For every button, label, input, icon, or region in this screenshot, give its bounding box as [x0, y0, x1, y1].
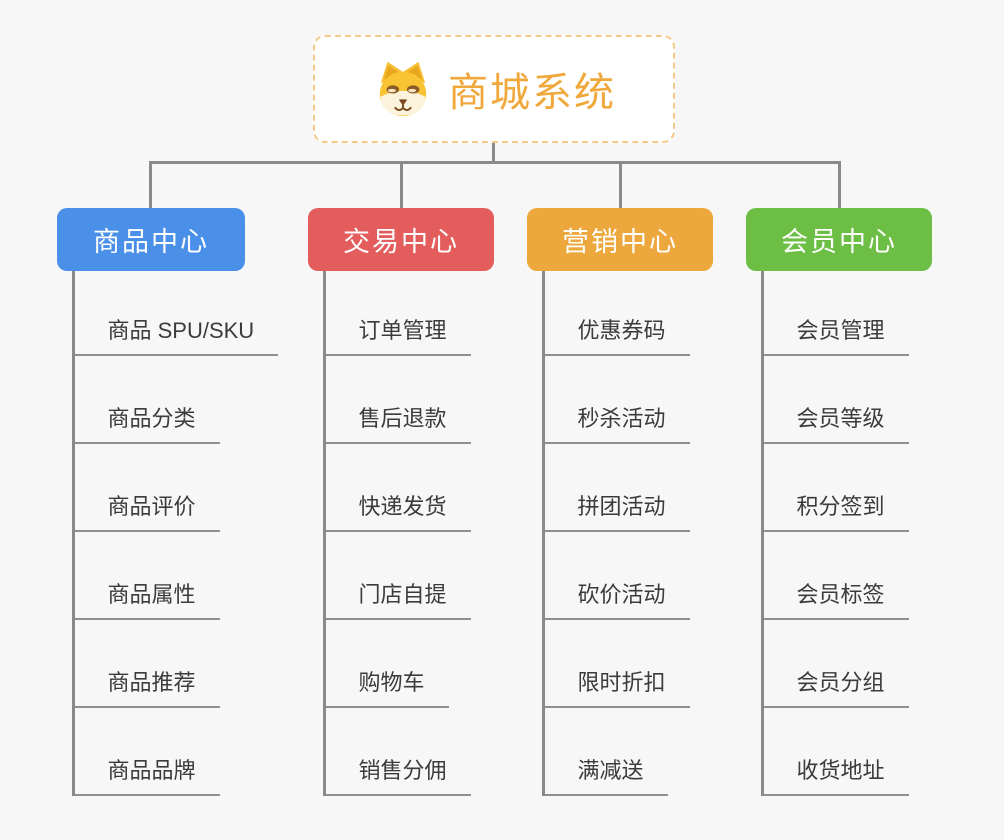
- connector-drop-branch-3: [838, 161, 841, 209]
- branch-label: 交易中心: [343, 227, 459, 257]
- leaf-node[interactable]: 购物车: [325, 620, 449, 708]
- branch-label: 商品中心: [93, 227, 209, 257]
- leaf-node[interactable]: 满减送: [544, 708, 668, 796]
- leaf-node[interactable]: 售后退款: [325, 356, 471, 444]
- leaf-node[interactable]: 商品分类: [74, 356, 220, 444]
- branch-node-member-center[interactable]: 会员中心: [746, 208, 932, 271]
- leaf-node[interactable]: 商品推荐: [74, 620, 220, 708]
- root-title: 商城系统: [448, 71, 616, 115]
- leaf-node[interactable]: 商品评价: [74, 444, 220, 532]
- connector-horizontal-bar: [149, 161, 841, 164]
- root-node[interactable]: 商城系统: [313, 35, 675, 143]
- branch-node-trade-center[interactable]: 交易中心: [308, 208, 494, 271]
- leaf-node[interactable]: 积分签到: [763, 444, 909, 532]
- connector-drop-branch-1: [400, 161, 403, 209]
- connector-root-stem: [492, 141, 495, 163]
- connector-drop-branch-2: [619, 161, 622, 209]
- leaf-node[interactable]: 商品属性: [74, 532, 220, 620]
- leaf-node[interactable]: 会员标签: [763, 532, 909, 620]
- leaf-node[interactable]: 砍价活动: [544, 532, 690, 620]
- branch-children-product: 商品 SPU/SKU 商品分类 商品评价 商品属性 商品推荐 商品品牌: [71, 271, 279, 796]
- leaf-node[interactable]: 拼团活动: [544, 444, 690, 532]
- leaf-node[interactable]: 限时折扣: [544, 620, 690, 708]
- leaf-node[interactable]: 秒杀活动: [544, 356, 690, 444]
- branch-children-marketing: 优惠券码 秒杀活动 拼团活动 砍价活动 限时折扣 满减送: [541, 271, 690, 796]
- leaf-node[interactable]: 优惠券码: [544, 271, 690, 356]
- shiba-dog-icon: [372, 60, 434, 118]
- branch-children-member: 会员管理 会员等级 积分签到 会员标签 会员分组 收货地址: [760, 271, 909, 796]
- leaf-node[interactable]: 商品品牌: [74, 708, 220, 796]
- branch-label: 会员中心: [781, 227, 897, 257]
- leaf-node[interactable]: 会员管理: [763, 271, 909, 356]
- leaf-node[interactable]: 会员等级: [763, 356, 909, 444]
- leaf-node[interactable]: 销售分佣: [325, 708, 471, 796]
- branch-node-marketing-center[interactable]: 营销中心: [527, 208, 713, 271]
- leaf-node[interactable]: 订单管理: [325, 271, 471, 356]
- leaf-node[interactable]: 门店自提: [325, 532, 471, 620]
- leaf-node[interactable]: 商品 SPU/SKU: [74, 271, 279, 356]
- leaf-node[interactable]: 会员分组: [763, 620, 909, 708]
- branch-label: 营销中心: [562, 227, 678, 257]
- branch-children-trade: 订单管理 售后退款 快递发货 门店自提 购物车 销售分佣: [322, 271, 471, 796]
- branch-node-product-center[interactable]: 商品中心: [57, 208, 245, 271]
- leaf-node[interactable]: 快递发货: [325, 444, 471, 532]
- leaf-node[interactable]: 收货地址: [763, 708, 909, 796]
- connector-drop-branch-0: [149, 161, 152, 209]
